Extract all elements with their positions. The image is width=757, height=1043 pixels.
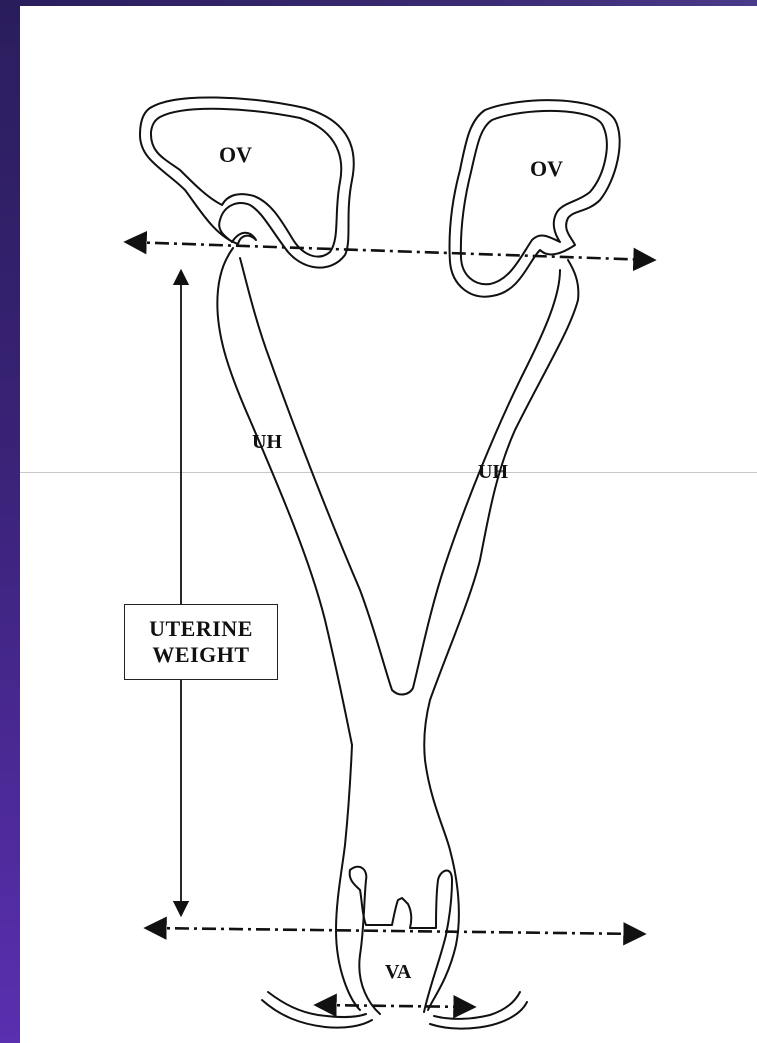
horn-right-label: UH bbox=[478, 461, 508, 483]
lower-cut-line bbox=[148, 928, 642, 934]
left-ovary-inner bbox=[151, 109, 341, 257]
upper-cut-line bbox=[128, 242, 652, 260]
vagina-label: VA bbox=[385, 961, 412, 983]
ovary-left-label: OV bbox=[219, 142, 252, 167]
horn-bifurcation bbox=[240, 258, 560, 694]
ovary-right-label: OV bbox=[530, 156, 563, 181]
uterine-weight-box: UTERINE WEIGHT bbox=[124, 604, 278, 680]
vagina-width-line bbox=[318, 1005, 472, 1007]
vagina-curve-right-outer bbox=[430, 1002, 527, 1029]
right-ovary-outer bbox=[449, 100, 619, 296]
left-ovary-outer bbox=[140, 97, 354, 267]
uterus-outline-right bbox=[424, 260, 578, 1010]
uterine-weight-line2: WEIGHT bbox=[152, 642, 249, 668]
uterine-weight-line1: UTERINE bbox=[149, 616, 253, 642]
cervix-left-inner bbox=[350, 867, 380, 1014]
horn-left-label: UH bbox=[252, 431, 282, 453]
